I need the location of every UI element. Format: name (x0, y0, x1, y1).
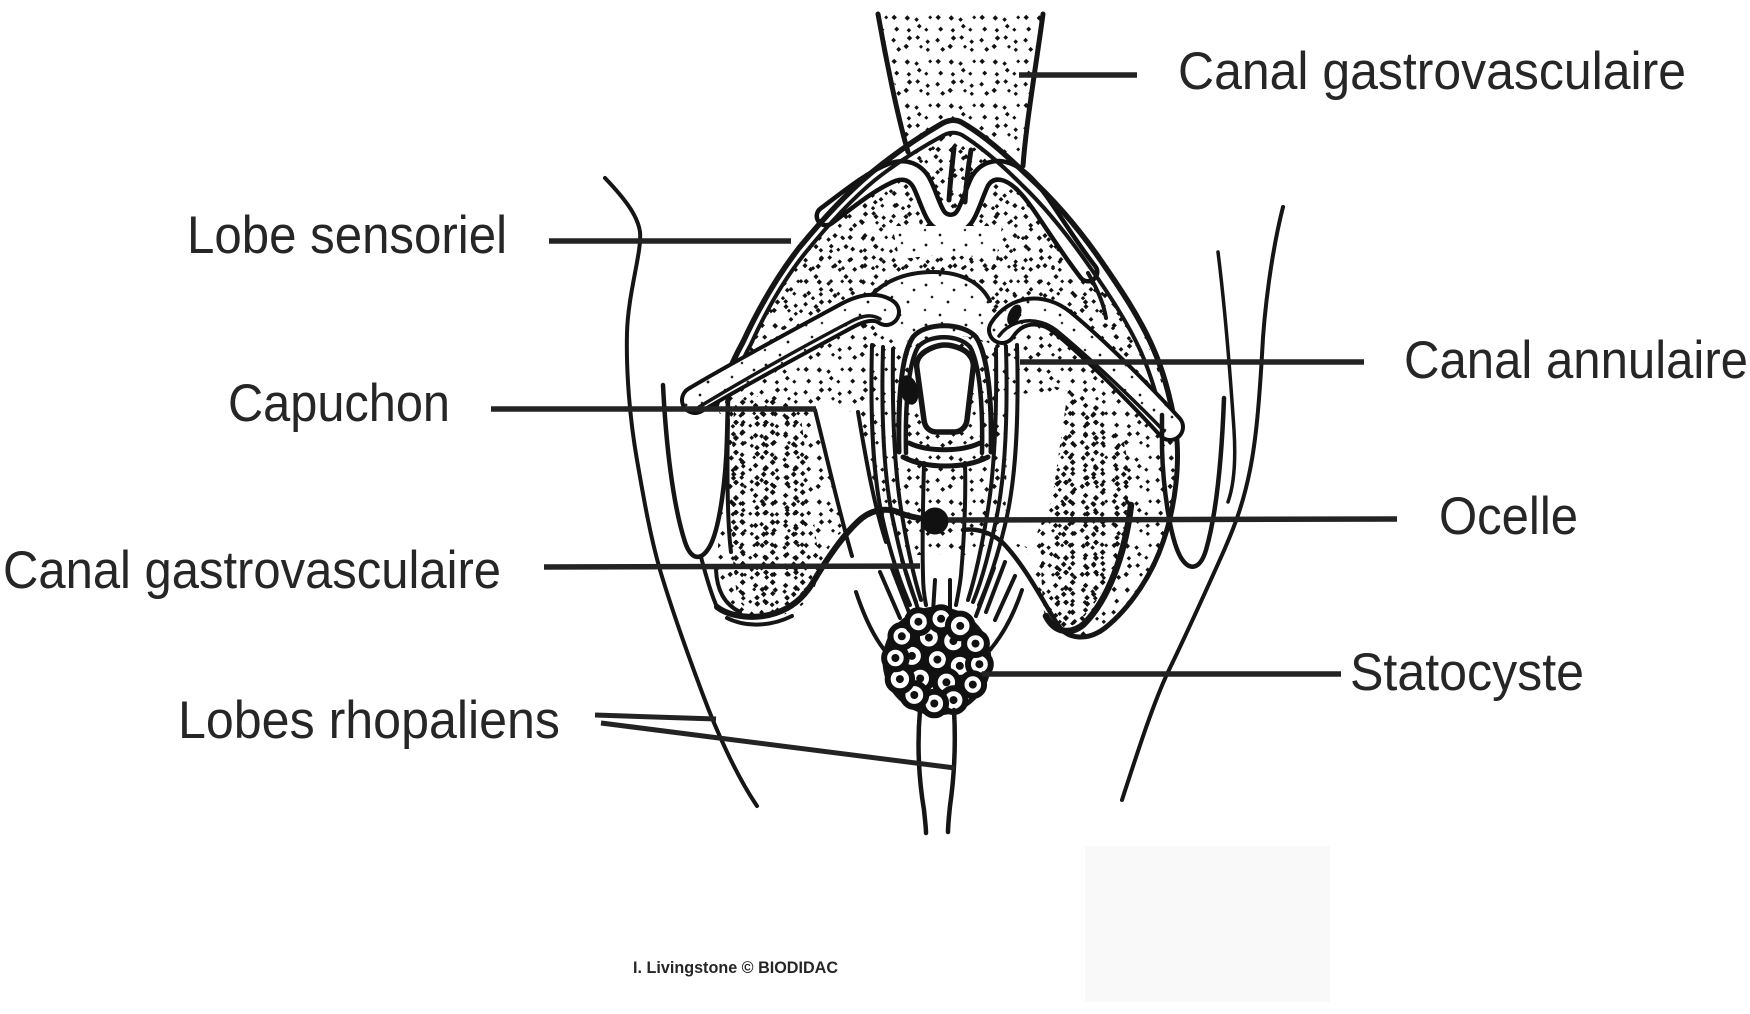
svg-text:Capuchon: Capuchon (228, 374, 450, 433)
svg-text:Lobe sensoriel: Lobe sensoriel (187, 206, 507, 265)
svg-text:Canal gastrovasculaire: Canal gastrovasculaire (1178, 42, 1686, 101)
svg-text:I. Livingstone © BIODIDAC: I. Livingstone © BIODIDAC (633, 958, 838, 977)
svg-text:Ocelle: Ocelle (1439, 487, 1578, 546)
svg-text:Statocyste: Statocyste (1350, 643, 1584, 702)
svg-text:Lobes rhopaliens: Lobes rhopaliens (178, 691, 560, 750)
svg-text:Canal gastrovasculaire: Canal gastrovasculaire (3, 541, 501, 600)
svg-text:Canal annulaire: Canal annulaire (1404, 331, 1748, 390)
